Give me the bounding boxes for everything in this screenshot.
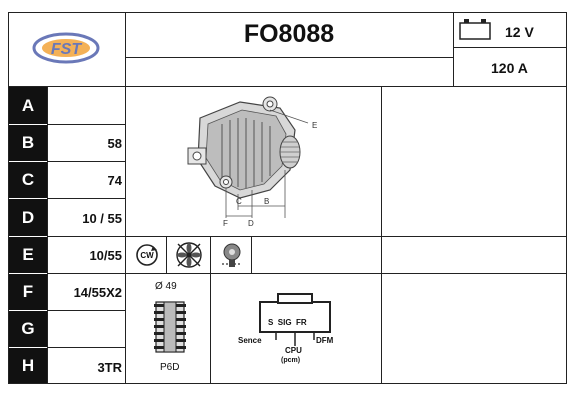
pulley-type: P6D bbox=[160, 362, 180, 373]
alternator-drawing: E C B F D bbox=[130, 90, 375, 233]
label-b: B bbox=[264, 197, 269, 206]
fan-icon bbox=[174, 240, 204, 270]
row-label-d: D bbox=[9, 199, 47, 236]
row-line-1 bbox=[47, 124, 125, 125]
divider-header-bottom bbox=[8, 86, 567, 87]
rotation-label: CW bbox=[140, 251, 154, 260]
row-value-f: 14/55X2 bbox=[73, 285, 122, 300]
divider-values bbox=[125, 12, 126, 384]
connector-center-label: CPU bbox=[285, 346, 302, 355]
row-label-a: A bbox=[9, 87, 47, 124]
row-label-h: H bbox=[9, 348, 47, 383]
row-label-e: E bbox=[9, 237, 47, 273]
part-number: FO8088 bbox=[243, 20, 335, 48]
frame-bottom bbox=[8, 383, 567, 384]
connector-right-label: DFM bbox=[316, 336, 334, 345]
divider-icon-1 bbox=[166, 236, 167, 273]
rotation-cw-icon: CW bbox=[133, 241, 161, 269]
row-label-g: G bbox=[9, 311, 47, 347]
frame-left bbox=[8, 12, 9, 384]
frame-right bbox=[566, 12, 567, 384]
pulley-drawing bbox=[150, 298, 190, 356]
divider-image-bottom bbox=[125, 236, 567, 237]
divider-header-mid bbox=[125, 57, 453, 58]
row-line-4 bbox=[47, 236, 125, 237]
row-value-d: 10 / 55 bbox=[82, 211, 122, 226]
current-value: 120 A bbox=[491, 60, 528, 76]
row-line-3 bbox=[47, 198, 125, 199]
label-e: E bbox=[312, 121, 317, 130]
fst-logo: FST bbox=[30, 28, 102, 68]
row-value-e: 10/55 bbox=[89, 248, 122, 263]
row-value-c: 74 bbox=[107, 173, 122, 188]
divider-labels bbox=[47, 86, 48, 384]
pulley-diameter: Ø 49 bbox=[155, 281, 177, 292]
row-label-c: C bbox=[9, 162, 47, 198]
row-line-7 bbox=[47, 347, 125, 348]
divider-icon-3 bbox=[251, 236, 252, 273]
connector-sub-label: (pcm) bbox=[281, 357, 301, 364]
label-c: C bbox=[236, 197, 242, 206]
row-line-6 bbox=[47, 310, 125, 311]
row-line-5 bbox=[47, 273, 125, 274]
battery-icon bbox=[458, 17, 492, 41]
divider-header-volt bbox=[453, 47, 566, 48]
divider-body-right bbox=[381, 86, 382, 384]
row-label-f: F bbox=[9, 274, 47, 310]
divider-icons-bottom bbox=[125, 273, 567, 274]
divider-header-right bbox=[453, 12, 454, 87]
frame-top bbox=[8, 12, 567, 13]
connector-pins: S SIG FR bbox=[268, 318, 307, 327]
logo-text: FST bbox=[51, 41, 82, 58]
divider-icon-2 bbox=[210, 236, 211, 273]
label-f: F bbox=[223, 219, 228, 228]
row-value-h: 3TR bbox=[97, 360, 122, 375]
row-label-b: B bbox=[9, 125, 47, 161]
voltage-value: 12 V bbox=[505, 24, 534, 40]
connector-diagram bbox=[240, 290, 350, 360]
row-value-b: 58 bbox=[107, 136, 122, 151]
divider-pulley bbox=[210, 273, 211, 384]
label-d: D bbox=[248, 219, 254, 228]
regulator-icon bbox=[218, 240, 246, 270]
connector-left-label: Sence bbox=[238, 336, 262, 345]
row-line-2 bbox=[47, 161, 125, 162]
